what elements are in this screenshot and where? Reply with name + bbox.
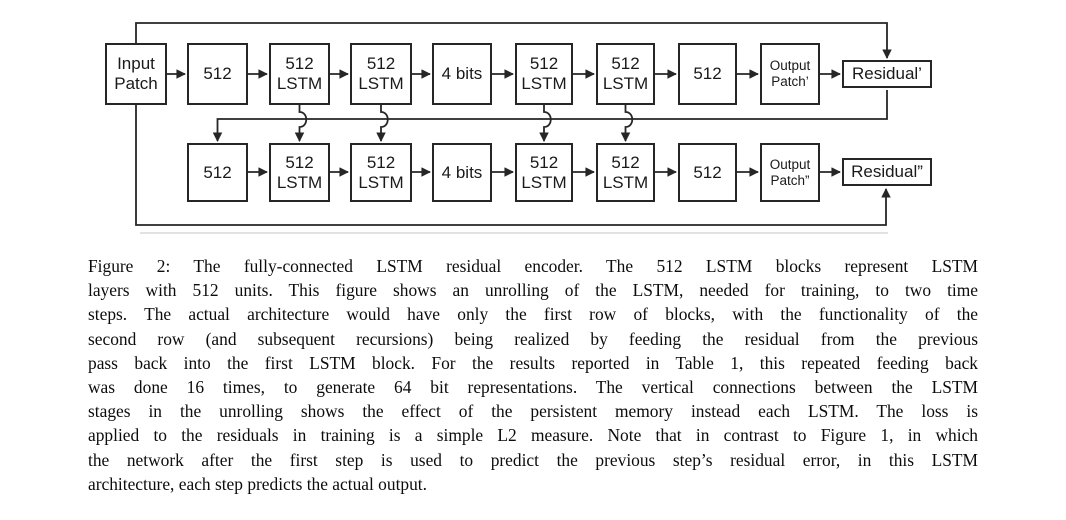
wire-lstm-state-drops bbox=[294, 105, 634, 142]
node-row2-dense-out: 512 bbox=[678, 143, 737, 202]
node-row1-lstm-4: 512 LSTM bbox=[596, 43, 655, 105]
caption-line: the network after the first step is used… bbox=[88, 449, 978, 470]
node-row1-dense-out: 512 bbox=[678, 43, 737, 105]
node-row2-lstm-4: 512 LSTM bbox=[596, 143, 655, 202]
node-label: 512 LSTM bbox=[521, 54, 567, 93]
node-label: 512 bbox=[693, 64, 722, 83]
caption-line: second row (and subsequent recursions) b… bbox=[88, 328, 978, 349]
wire-input-to-residual1 bbox=[135, 22, 892, 59]
caption-line: applied to the residuals in training is … bbox=[88, 425, 978, 446]
node-label: 512 LSTM bbox=[358, 152, 404, 192]
node-row1-lstm-2: 512 LSTM bbox=[350, 43, 412, 105]
node-label: 4 bits bbox=[441, 162, 483, 182]
node-label: 512 LSTM bbox=[602, 54, 649, 93]
node-label: Residual’ bbox=[852, 64, 922, 83]
caption-line: architecture, each step predicts the act… bbox=[88, 473, 427, 494]
node-row2-lstm-1: 512 LSTM bbox=[269, 143, 330, 202]
figure-caption: Figure 2: The fully-connected LSTM resid… bbox=[88, 254, 978, 496]
node-label: Input Patch bbox=[114, 54, 158, 93]
caption-line: steps. The actual architecture would hav… bbox=[88, 304, 978, 325]
node-label: 512 LSTM bbox=[602, 152, 649, 192]
node-row2-dense-in: 512 bbox=[187, 143, 248, 202]
node-label: 512 LSTM bbox=[276, 152, 323, 192]
caption-line: Figure 2: The fully-connected LSTM resid… bbox=[88, 256, 978, 276]
caption-line: layers with 512 units. This figure shows… bbox=[88, 280, 978, 301]
node-row2-lstm-3: 512 LSTM bbox=[515, 143, 573, 202]
wire-residual1-feedback bbox=[212, 90, 888, 142]
figure-diagram: Input Patch 512 512 LSTM 512 LSTM 4 bits… bbox=[0, 0, 1066, 245]
caption-line: was done 16 times, to generate 64 bit re… bbox=[88, 377, 978, 398]
node-row1-binarizer: 4 bits bbox=[432, 43, 492, 105]
wire-input-to-residual2 bbox=[135, 105, 891, 226]
node-label: 512 LSTM bbox=[276, 54, 323, 93]
node-row1-output-patch: Output Patch’ bbox=[760, 43, 820, 105]
node-row2-lstm-2: 512 LSTM bbox=[350, 143, 412, 202]
node-residual-1: Residual’ bbox=[842, 60, 932, 88]
node-input-patch: Input Patch bbox=[105, 43, 167, 105]
node-label: Output Patch’ bbox=[769, 58, 811, 89]
node-label: Output Patch” bbox=[769, 156, 811, 188]
node-row2-binarizer: 4 bits bbox=[432, 143, 492, 202]
node-label: 512 LSTM bbox=[521, 152, 567, 192]
node-label: 512 bbox=[203, 162, 232, 182]
node-label: 512 bbox=[203, 64, 232, 83]
caption-line: stages in the unrolling shows the effect… bbox=[88, 401, 978, 422]
node-label: 512 LSTM bbox=[358, 54, 404, 93]
node-label: Residual” bbox=[851, 162, 923, 181]
node-residual-2: Residual” bbox=[842, 158, 932, 186]
node-row1-lstm-3: 512 LSTM bbox=[515, 43, 573, 105]
node-row1-dense-in: 512 bbox=[187, 43, 248, 105]
node-label: 4 bits bbox=[441, 64, 483, 83]
node-label: 512 bbox=[693, 162, 722, 182]
caption-line: pass back into the first LSTM block. For… bbox=[88, 352, 978, 373]
node-row2-output-patch: Output Patch” bbox=[760, 143, 820, 202]
node-row1-lstm-1: 512 LSTM bbox=[269, 43, 330, 105]
connector-layer bbox=[135, 22, 892, 234]
